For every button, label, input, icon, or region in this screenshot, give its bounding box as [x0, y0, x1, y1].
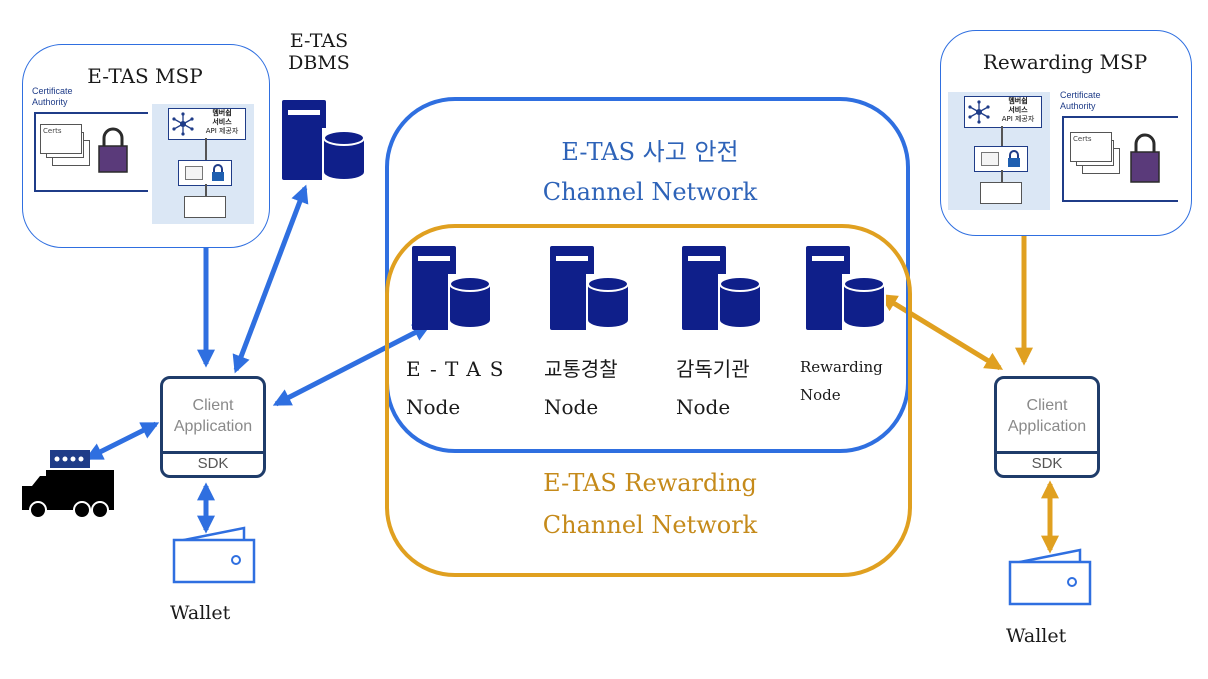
reward-membership-line3: API 제공자: [1001, 115, 1035, 123]
reward-membership-line1: 멤버쉽: [1008, 97, 1028, 105]
rewarding-node-line2: Node: [800, 386, 841, 404]
police-node-line2: Node: [544, 395, 599, 419]
reward-ca-frame: [1062, 116, 1178, 202]
safety-channel-line2: Channel Network: [542, 178, 758, 206]
regulator-node-server-icon: [682, 246, 762, 330]
police-node-label: 교통경찰 Node: [544, 350, 618, 426]
client-right-line2: Application: [1007, 418, 1087, 435]
reward-ca-label-line1: Certificate: [1060, 90, 1101, 100]
reward-channel-line2: Channel Network: [542, 511, 758, 539]
safety-channel-line1: E-TAS 사고 안전: [561, 138, 739, 166]
safety-channel-title: E-TAS 사고 안전 Channel Network: [440, 132, 860, 212]
rewarding-node-label: Rewarding Node: [800, 353, 883, 409]
lock-icon: [98, 127, 128, 173]
etas-msp-title: E-TAS MSP: [87, 64, 203, 88]
dbms-label: E-TAS DBMS: [284, 30, 354, 74]
dbms-line1: E-TAS: [289, 30, 349, 52]
ca-frame: [34, 112, 148, 192]
arrow-truck-to-client: [84, 421, 160, 461]
reward-membership-line2: 서비스: [1008, 106, 1028, 114]
reward-small-lock-icon: [1008, 150, 1020, 167]
membership-line2: 서비스: [212, 118, 232, 126]
reward-channel-line1: E-TAS Rewarding: [543, 469, 757, 497]
rewarding-node-server-icon: [806, 246, 886, 330]
regulator-node-line1: 감독기관: [676, 357, 750, 381]
reward-certs-label: Certs: [1070, 132, 1112, 162]
reward-membership-cert-box: [974, 146, 1028, 172]
membership-cert-box: [178, 160, 232, 186]
police-node-line1: 교통경찰: [544, 357, 618, 381]
client-left-sdk: SDK: [197, 455, 229, 472]
wallet-left-icon: [172, 526, 256, 584]
reward-membership-api-box: 멤버쉽 서비스 API 제공자: [964, 96, 1042, 128]
client-app-left: Client Application SDK: [160, 376, 266, 478]
arrow-dbms-to-client: [232, 184, 309, 374]
reward-network-hub-icon: [968, 100, 990, 124]
police-node-server-icon: [550, 246, 630, 330]
client-right-sdk: SDK: [1031, 455, 1063, 472]
etas-node-line2: Node: [406, 395, 461, 419]
wallet-right-icon: [1008, 548, 1092, 606]
reward-membership-panel: 멤버쉽 서비스 API 제공자: [948, 92, 1050, 210]
etas-node-line1: E-TAS: [406, 357, 513, 381]
ca-label-line1: Certificate: [32, 86, 73, 96]
etas-membership-panel: 멤버쉽 서비스 API 제공자: [152, 104, 254, 224]
client-left-line2: Application: [173, 418, 253, 435]
membership-ledger-box: [184, 196, 226, 218]
etas-node-label: E-TAS Node: [406, 350, 512, 426]
wallet-right-label: Wallet: [1006, 625, 1067, 647]
rewarding-node-line1: Rewarding: [800, 358, 883, 376]
etas-node-server-icon: [412, 246, 492, 330]
arrow-reward-node-to-client: [878, 293, 1004, 371]
reward-msp-title: Rewarding MSP: [982, 50, 1148, 74]
reward-ca-panel: Certificate Authority Certs: [1060, 90, 1178, 202]
client-app-right: Client Application SDK: [994, 376, 1100, 478]
arrow-client-to-etas-node: [272, 323, 432, 407]
reward-channel-title: E-TAS Rewarding Channel Network: [440, 462, 860, 546]
truck-icon: [22, 450, 114, 519]
membership-api-box: 멤버쉽 서비스 API 제공자: [168, 108, 246, 140]
client-right-line1: Client: [1026, 397, 1068, 414]
certs-label: Certs: [40, 124, 82, 154]
membership-line1: 멤버쉽: [212, 109, 232, 117]
regulator-node-label: 감독기관 Node: [676, 350, 750, 426]
small-lock-icon: [212, 164, 224, 181]
reward-channel-network: [385, 224, 912, 577]
client-left-line1: Client: [192, 397, 234, 414]
dbms-line2: DBMS: [288, 52, 350, 74]
regulator-node-line2: Node: [676, 395, 731, 419]
membership-line3: API 제공자: [205, 127, 239, 135]
dbms-server-icon: [282, 100, 366, 180]
reward-membership-ledger-box: [980, 182, 1022, 204]
ca-label-line2: Authority: [32, 97, 68, 107]
reward-lock-icon: [1130, 133, 1160, 183]
wallet-left-label: Wallet: [170, 602, 231, 624]
reward-ca-label-line2: Authority: [1060, 101, 1096, 111]
network-hub-icon: [172, 112, 194, 136]
etas-ca-panel: Certificate Authority Certs: [32, 86, 148, 192]
